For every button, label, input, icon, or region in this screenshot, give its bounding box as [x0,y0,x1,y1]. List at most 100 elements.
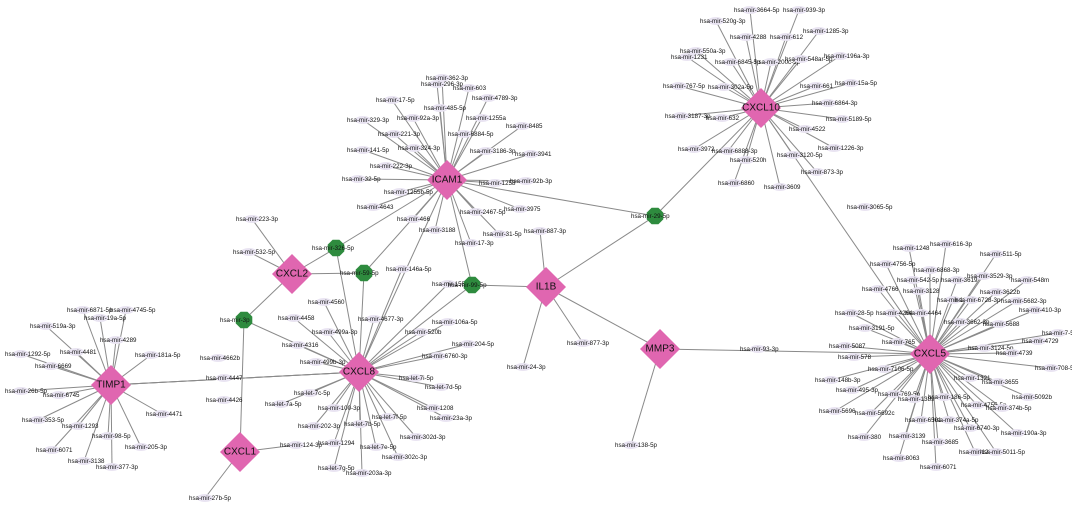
mirna-label: hsa-mir-466 [397,216,431,223]
mirna-label: hsa-mir-4756-5p [870,261,916,268]
mirna-node-dot [913,309,929,317]
mirna-label: hsa-mir-3124-5p [968,345,1014,352]
mirna-node-dot [478,147,494,155]
mirna-node-dot [386,130,402,138]
gene-node-cxcl5[interactable] [910,334,950,374]
hub-mirna-label: hsa-mir-59-5p [340,270,379,277]
mirna-label: hsa-mir-4288 [730,34,767,41]
mirna-label: hsa-mir-374a-5p [933,417,979,424]
mirna-node-dot [491,230,507,238]
mirna-node-dot [945,296,961,304]
gene-node-timp1[interactable] [91,365,131,405]
mirna-node-dot [991,320,1007,328]
mirna-label: hsa-mir-1231 [671,54,708,61]
mirna-label: hsa-let-7f-5p [372,414,407,421]
mirna-label: hsa-mir-353-5p [22,417,65,424]
gene-node-cxcl1[interactable] [220,432,260,472]
mirna-node-dot [70,422,86,430]
gene-node-cxcl2[interactable] [272,254,312,294]
mirna-label: hsa-mir-374b-5p [986,405,1032,412]
mirna-label: hsa-mir-24-3p [507,364,546,371]
mirna-node-dot [673,112,689,120]
mirna-label: hsa-mir-708-5p [1035,365,1072,372]
mirna-label: hsa-mir-1258 [479,180,516,187]
mirna-node-dot [975,272,991,280]
mirna-label: hsa-mir-19a-5p [84,315,127,322]
mirna-node-dot [308,358,324,366]
mirna-node-dot [390,453,406,461]
mirna-label: hsa-mir-4739 [996,350,1033,357]
mirna-label: hsa-mir-181a-5p [135,352,181,359]
mirna-node-dot [791,6,807,14]
mirna-label: hsa-mir-5092b [1012,394,1052,401]
mirna-node-dot [413,328,429,336]
mirna-node-dot [906,395,922,403]
hub-mirna-label: hsa-mir-3p [220,317,250,324]
mirna-node-dot [763,58,779,66]
mirna-node-dot [936,393,952,401]
mirna-label: hsa-let-7c-5p [294,390,331,397]
mirna-node-dot [1009,429,1025,437]
mirna-label: hsa-mir-15a-5p [835,80,878,87]
mirna-node-dot [407,374,423,382]
mirna-node-dot [772,183,788,191]
mirna-node-dot [820,99,836,107]
mirna-edge [358,371,399,458]
mirna-label: hsa-mir-661 [800,83,834,90]
mirna-edge [51,384,112,451]
mirna-edge [929,243,947,355]
mirna-node-dot [320,328,336,336]
mirna-node-dot [785,151,801,159]
gene-link-label: hsa-mir-93-3p [740,346,779,353]
mirna-layer: hsa-mir-362-3phsa-mir-296-3phsa-mir-603h… [5,6,1072,502]
hub-mirna-node[interactable] [355,264,373,282]
mirna-node-dot [1004,349,1020,357]
mirna-node-dot [316,298,332,306]
mirna-edge [358,371,417,438]
mirna-label: hsa-mir-31-5p [483,231,522,238]
mirna-label: hsa-mir-542-5p [897,277,940,284]
mirna-node-dot [714,114,730,122]
mirna-node-dot [901,244,917,252]
gene-node-icam1[interactable] [427,160,467,200]
mirna-label: hsa-mir-873-3p [801,169,844,176]
mirna-node-dot [104,463,120,471]
mirna-node-dot [216,396,232,404]
hub-edge [239,319,245,453]
mirna-label: hsa-mir-8063 [883,455,920,462]
mirna-label: hsa-mir-5087 [829,343,866,350]
mirna-label: hsa-mir-6071 [36,447,73,454]
mirna-node-dot [429,80,445,88]
gene-node-cxcl10[interactable] [741,88,781,128]
mirna-label: hsa-mir-1237 [937,297,974,304]
gene-link-label: hsa-mir-4662b [200,355,240,362]
mirna-label: hsa-mir-495-3p [836,387,879,394]
mirna-label: hsa-mir-603 [453,85,487,92]
mirna-node-dot [474,114,490,122]
hub-mirna-node[interactable] [646,207,664,225]
mirna-node-dot [352,420,368,428]
gene-node-cxcl8[interactable] [339,352,379,392]
mirna-node-dot [716,83,732,91]
hub-edge [358,284,473,373]
hub-edge [335,247,360,373]
hub-mirna-node[interactable] [463,276,481,294]
mirna-label: hsa-mir-3609 [764,184,801,191]
mirna-label: hsa-mir-1321 [954,375,991,382]
mirna-label: hsa-mir-3941 [515,151,552,158]
mirna-node-dot [963,296,979,304]
gene-link [760,107,931,355]
mirna-node-dot [811,27,827,35]
mirna-edge [929,332,1059,355]
hub-mirna-node[interactable] [327,239,345,257]
mirna-label: hsa-mir-1389 [898,396,935,403]
gene-node-mmp3[interactable] [640,329,680,369]
mirna-node-dot [723,58,739,66]
mirna-node-dot [844,386,860,394]
gene-node-il1b[interactable] [526,267,566,307]
mirna-label: hsa-mir-5682-3p [1001,298,1047,305]
mirna-edge [929,300,1018,355]
mirna-node-dot [13,350,29,358]
hub-mirna-node[interactable] [235,311,253,329]
mirna-label: hsa-mir-6860 [718,180,755,187]
